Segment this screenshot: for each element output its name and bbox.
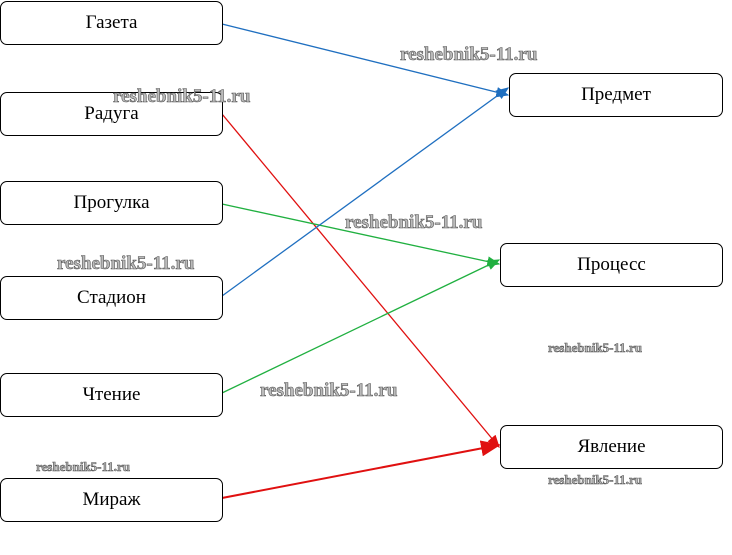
watermark: reshebnik5-11.ru <box>260 380 398 402</box>
arrow-gazeta-predmet <box>221 23 510 98</box>
right-box-process: Процесс <box>500 243 723 287</box>
left-box-chtenie: Чтение <box>0 373 223 417</box>
watermark: reshebnik5-11.ru <box>345 212 483 234</box>
label: Предмет <box>581 84 651 105</box>
watermark: reshebnik5-11.ru <box>36 459 131 475</box>
label: Газета <box>85 12 138 33</box>
label: Явление <box>577 436 646 457</box>
left-box-raduga: Радуга <box>0 92 223 136</box>
right-box-yavlenie: Явление <box>500 425 723 469</box>
watermark: reshebnik5-11.ru <box>400 44 538 66</box>
label: Радуга <box>84 103 139 124</box>
watermark: reshebnik5-11.ru <box>113 86 251 108</box>
left-box-gazeta: Газета <box>0 1 223 45</box>
label: Стадион <box>77 287 146 308</box>
label: Процесс <box>577 254 646 275</box>
label: Мираж <box>82 489 141 510</box>
label: Прогулка <box>73 192 150 213</box>
watermark: reshebnik5-11.ru <box>57 253 195 275</box>
left-box-stadion: Стадион <box>0 276 223 320</box>
watermark: reshebnik5-11.ru <box>548 472 643 488</box>
arrow-mirazh-yavlenie <box>221 440 501 499</box>
arrow-stadion-predmet <box>221 87 510 297</box>
watermark: reshebnik5-11.ru <box>548 340 643 356</box>
arrow-raduga-yavlenie <box>221 113 500 448</box>
label: Чтение <box>82 384 141 405</box>
left-box-progulka: Прогулка <box>0 181 223 225</box>
arrow-progulka-process <box>221 203 501 267</box>
left-box-mirazh: Мираж <box>0 478 223 522</box>
arrow-chtenie-process <box>221 259 501 394</box>
right-box-predmet: Предмет <box>509 73 723 117</box>
